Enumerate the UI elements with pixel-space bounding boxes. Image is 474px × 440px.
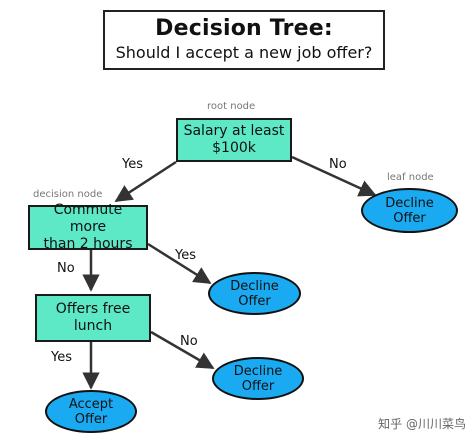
decline-1-line2: Offer [393,210,426,226]
diagram-title-box: Decision Tree: Should I accept a new job… [103,10,385,70]
decline-leaf-node-2: Decline Offer [208,272,301,315]
edge-label-commute-yes: Yes [175,248,196,263]
edge-label-lunch-no: No [180,334,198,349]
leaf-node-label: leaf node [387,172,434,183]
source-watermark: 知乎 @川川菜鸟 [378,417,466,431]
root-node-label: root node [207,101,256,112]
commute-node-line2: than 2 hours [43,236,133,252]
edge-coffee-no [150,330,215,370]
accept-line1: Accept [68,396,114,412]
lunch-node-line2: lunch [73,318,113,334]
edge-label-salary-no: No [329,157,347,172]
diagram-subtitle: Should I accept a new job offer? [115,43,373,62]
decline-2-line2: Offer [238,293,271,309]
edge-salary-no [291,155,377,197]
salary-node-line2: $100k [212,140,256,156]
lunch-node-line1: Offers free [55,301,131,317]
edge-salary-yes [114,160,177,203]
decline-3-line2: Offer [241,378,275,394]
decline-leaf-node-1: Decline Offer [361,188,458,233]
edge-label-commute-no: No [57,261,75,276]
salary-node-line1: Salary at least [183,123,285,139]
decline-leaf-node-3: Decline Offer [212,357,304,400]
edge-commute-yes [147,242,212,285]
decline-1-line1: Decline [385,195,434,211]
diagram-title: Decision Tree: [155,16,333,41]
salary-decision-node: Salary at least $100k [176,118,292,162]
accept-line2: Offer [74,411,108,427]
edge-label-lunch-yes: Yes [51,350,72,365]
decision-node-label: decision node [33,189,103,200]
decline-2-line1: Decline [230,278,279,294]
decline-3-line1: Decline [233,363,283,379]
edge-label-salary-yes: Yes [122,157,143,172]
commute-node-line1: Commute more [53,202,123,235]
lunch-decision-node: Offers free lunch [35,294,151,342]
commute-decision-node: Commute more than 2 hours [28,202,148,252]
accept-leaf-node: Accept Offer [45,390,137,433]
